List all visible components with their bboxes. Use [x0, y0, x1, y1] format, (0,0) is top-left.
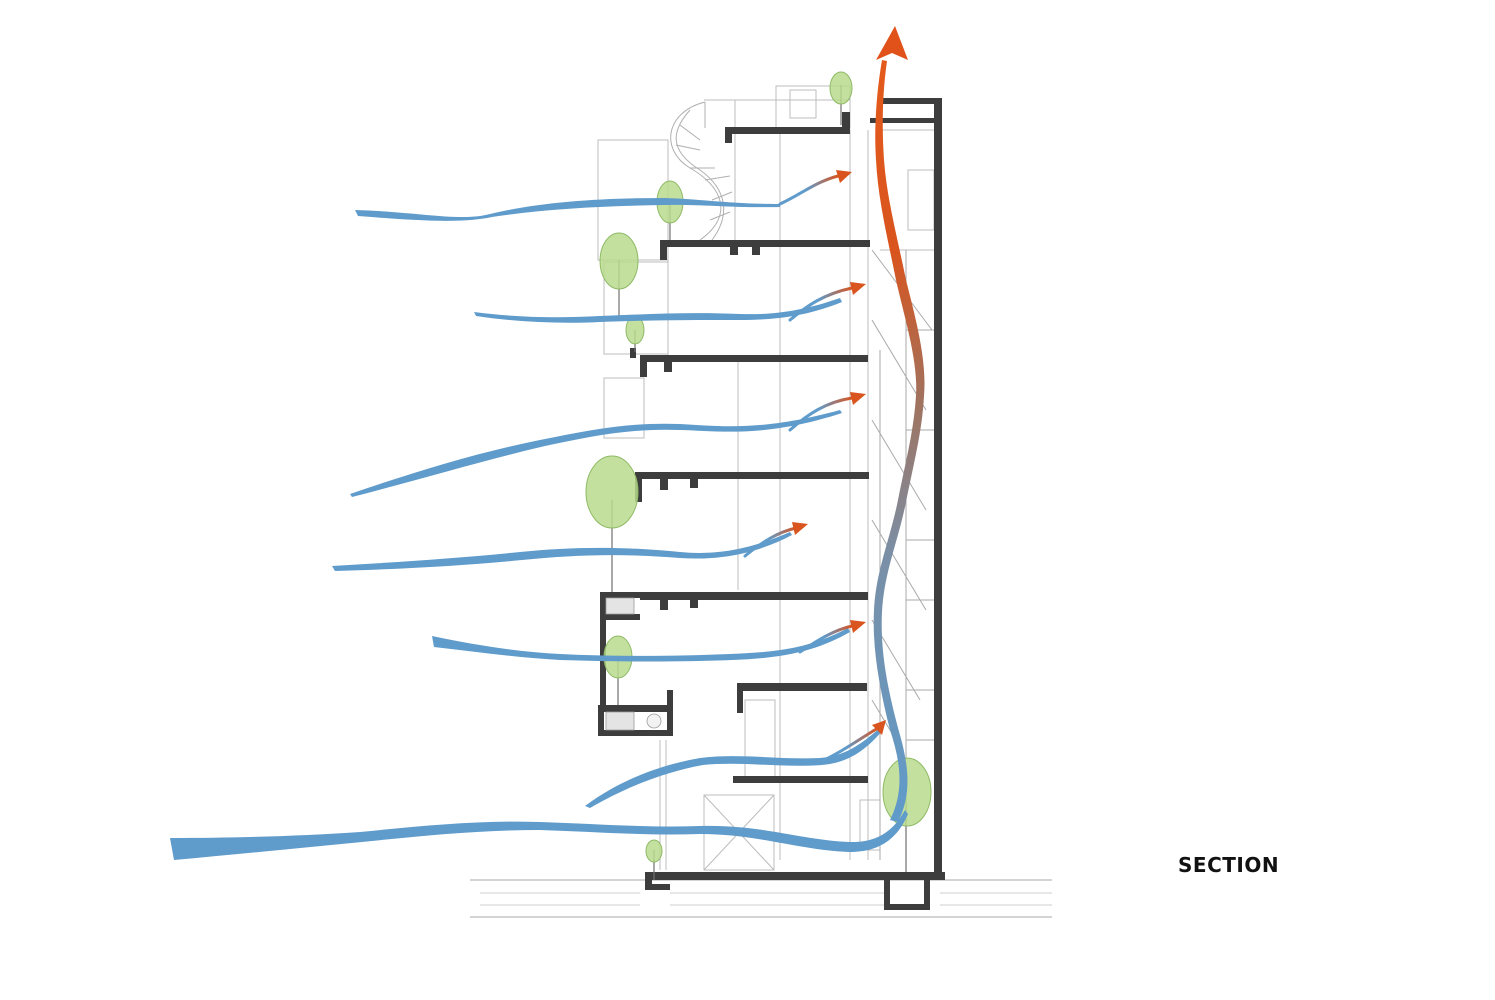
- planters-trees: [585, 71, 932, 880]
- arrow-heads: [792, 170, 886, 735]
- ground: [470, 879, 1052, 918]
- section-label: SECTION: [1178, 853, 1280, 877]
- exhaust-arrows: [743, 174, 880, 764]
- wind-flows: [170, 198, 908, 860]
- spiral-stair: [670, 101, 733, 241]
- planter-boxes: [605, 597, 662, 731]
- stack-ventilation-arrow: [873, 26, 925, 822]
